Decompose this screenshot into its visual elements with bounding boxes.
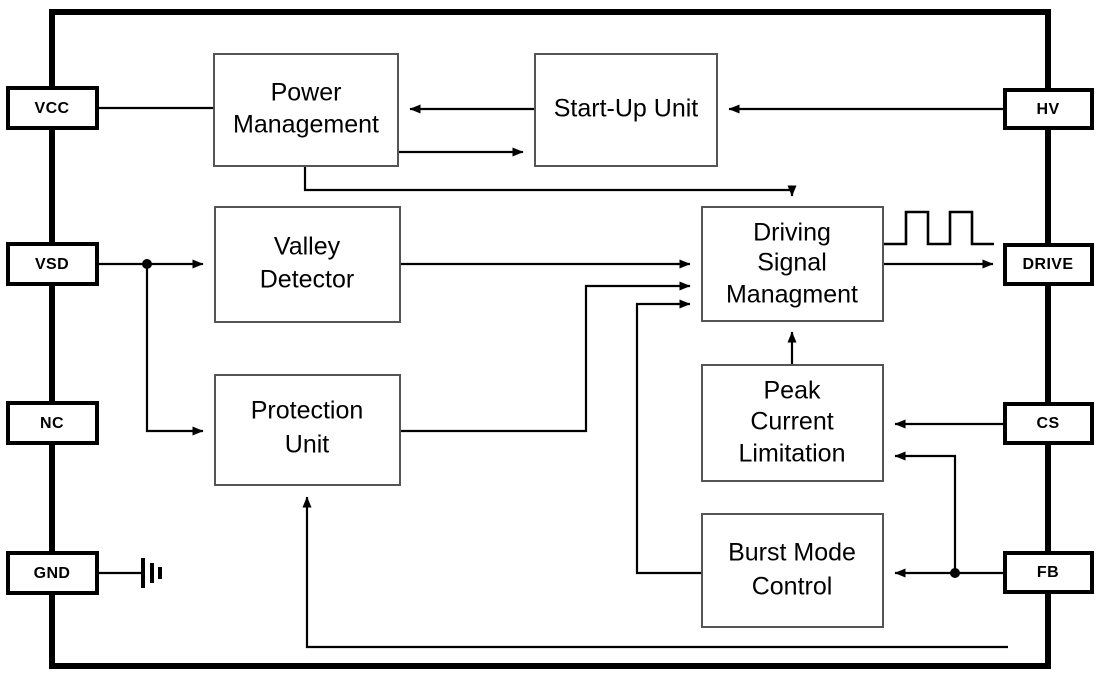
pulse-waveform-symbol <box>884 210 994 246</box>
peak-current-line-1: Peak <box>764 377 821 405</box>
wire-vsd-to-protection-unit <box>145 264 204 436</box>
protection-unit-line-1: Protection <box>251 397 364 425</box>
pin-nc-label: NC <box>40 415 64 432</box>
pin-hv-label: HV <box>1036 101 1059 118</box>
pin-drive-label: DRIVE <box>1023 256 1074 273</box>
pin-vcc-label: VCC <box>35 100 70 117</box>
ground-symbol <box>97 558 162 588</box>
wire-power-management-to-driving-signal <box>303 166 797 197</box>
pin-cs[interactable]: CS <box>1003 402 1094 445</box>
pin-hv[interactable]: HV <box>1003 88 1094 130</box>
wire-fb-to-burst-mode <box>894 568 1005 578</box>
peak-current-line-2: Current <box>750 408 833 436</box>
block-power-management[interactable]: Power Management <box>213 53 399 167</box>
power-management-line-2: Management <box>233 111 379 139</box>
peak-current-line-3: Limitation <box>739 440 846 468</box>
pin-vcc[interactable]: VCC <box>6 86 99 130</box>
pin-gnd[interactable]: GND <box>6 551 99 595</box>
block-burst-mode-control[interactable]: Burst Mode Control <box>701 513 884 628</box>
block-valley-detector[interactable]: Valley Detector <box>214 206 401 323</box>
burst-mode-line-1: Burst Mode <box>728 539 856 567</box>
pin-drive[interactable]: DRIVE <box>1003 243 1094 286</box>
pin-vsd-label: VSD <box>35 256 69 273</box>
block-start-up-unit[interactable]: Start-Up Unit <box>534 53 718 167</box>
wire-bottom-feedback-to-protection-unit <box>302 496 1008 649</box>
pin-nc[interactable]: NC <box>6 401 99 445</box>
driving-signal-line-2: Signal <box>757 249 827 277</box>
burst-mode-line-2: Control <box>752 573 833 601</box>
wire-burst-mode-to-driving-signal <box>635 299 702 575</box>
pin-cs-label: CS <box>1036 415 1059 432</box>
valley-detector-line-2: Detector <box>260 266 354 294</box>
power-management-line-1: Power <box>271 79 342 107</box>
valley-detector-line-1: Valley <box>274 233 341 261</box>
driving-signal-line-1: Driving <box>753 219 831 247</box>
wire-protection-unit-to-driving-signal <box>400 281 691 433</box>
block-peak-current-limitation[interactable]: Peak Current Limitation <box>701 364 884 482</box>
pin-vsd[interactable]: VSD <box>6 242 99 286</box>
start-up-unit-line-1: Start-Up Unit <box>554 95 699 123</box>
wire-fb-to-peak-current <box>894 451 957 573</box>
pin-gnd-label: GND <box>34 565 71 582</box>
wire-vsd-trunk <box>97 259 152 269</box>
block-protection-unit[interactable]: Protection Unit <box>214 374 401 486</box>
block-driving-signal-management[interactable]: Driving Signal Managment <box>701 206 884 322</box>
driving-signal-line-3: Managment <box>726 281 858 309</box>
pin-fb-label: FB <box>1037 564 1059 581</box>
protection-unit-line-2: Unit <box>285 431 330 459</box>
pin-fb[interactable]: FB <box>1003 551 1094 594</box>
